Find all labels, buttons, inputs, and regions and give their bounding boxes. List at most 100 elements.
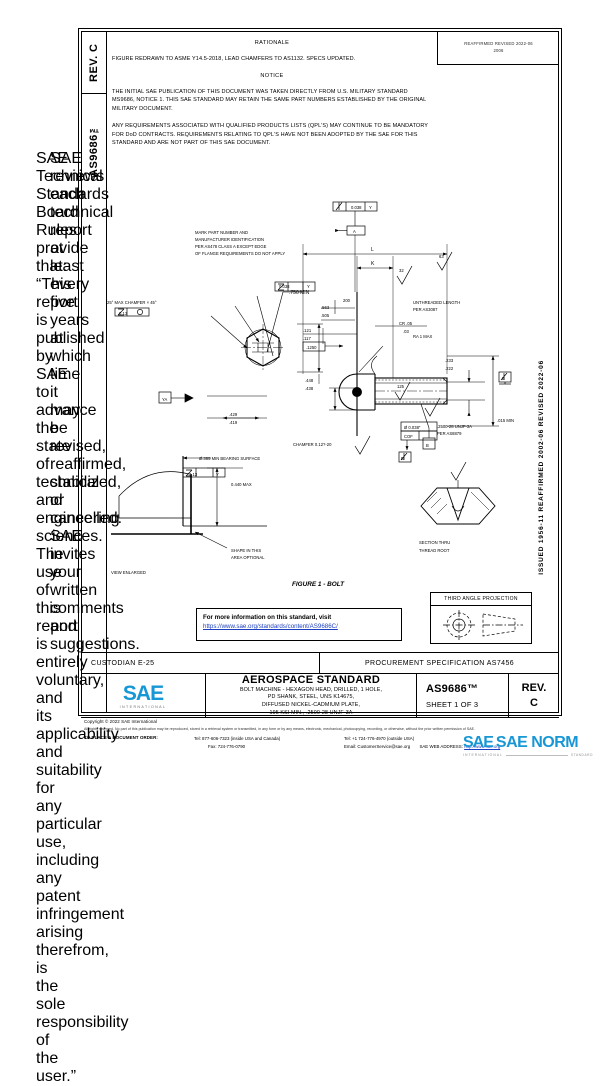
- issue-line-2: 2006: [493, 47, 504, 53]
- document-page: SAE Technical Standards Board Rules prov…: [36, 28, 593, 1085]
- watermark-row: SAE SAE NORM: [463, 735, 593, 751]
- fcf-a-datum: A: [353, 229, 356, 234]
- dim-438: .438: [305, 386, 314, 391]
- sae-logo: SAE INTERNATIONAL: [81, 674, 206, 717]
- callout-line-1: For more information on this standard, v…: [203, 614, 332, 621]
- dim-cr-03: .03: [403, 329, 409, 334]
- third-angle-projection-box: THIRD ANGLE PROJECTION: [430, 592, 532, 644]
- sae-logo-text: SAE: [122, 681, 164, 705]
- datum-right: B: [502, 376, 505, 381]
- more-information-callout[interactable]: For more information on this standard, v…: [196, 608, 402, 641]
- stub-rev-letter: C: [88, 43, 100, 52]
- fcf-0038-val: 0.038: [279, 284, 290, 289]
- sheet-number: SHEET 1 OF 3: [426, 699, 479, 709]
- rights-reserved-text: All rights reserved. No part of this pub…: [84, 726, 476, 731]
- title-description-cell: AEROSPACE STANDARD BOLT MACHINE - HEXAGO…: [206, 674, 417, 717]
- web-address-url[interactable]: http://www.sae.org: [464, 743, 501, 749]
- desc-line-1: BOLT MACHINE - HEXAGON HEAD, DRILLED, 1 …: [239, 686, 383, 693]
- note-chamfer: CHAMFER 0.12?-20: [293, 442, 332, 447]
- fcf-top-val: 0.038: [351, 205, 362, 210]
- order-info-row: TO PLACE A DOCUMENT ORDER: Tel: 877-606-…: [84, 735, 504, 750]
- order-contact-left: Tel: 877-606-7323 (inside USA and Canada…: [194, 735, 344, 750]
- watermark-sae-logo: SAE: [463, 734, 494, 751]
- fcf-top-datum: Y: [369, 205, 372, 210]
- bolt-drawing-svg: MARK PART NUMBER AND MANUFACTURER IDENTI…: [107, 201, 514, 586]
- revision-label: REV.: [521, 682, 547, 694]
- fcf-013-val: 0.13: [189, 472, 198, 477]
- notice-heading: NOTICE: [260, 72, 284, 79]
- datum-b: B: [426, 443, 429, 448]
- note-unthreaded-l2: PER AS3087: [413, 307, 438, 312]
- dim-429: .429: [229, 412, 238, 417]
- dim-419: .419: [229, 420, 238, 425]
- fcf-left-val: 0.13: [119, 311, 128, 316]
- label-view-enlarged: VIEW ENLARGED: [111, 570, 146, 575]
- fcf-cof: COF: [404, 434, 413, 439]
- disclaimer-text-1: SAE Technical Standards Board Rules prov…: [36, 150, 129, 1085]
- revision-cell: REV. C: [509, 674, 559, 717]
- drawing-frame-outer: [78, 28, 562, 716]
- stub-rev-word: REV.: [88, 55, 100, 82]
- label-section-l2: THREAD ROOT: [419, 548, 450, 553]
- procurement-spec-cell: PROCUREMENT SPECIFICATION AS7456: [364, 659, 515, 667]
- dim-563: .563: [321, 305, 330, 310]
- projection-label: THIRD ANGLE PROJECTION: [431, 593, 531, 606]
- stub-partnumber-label: AS9686™: [88, 121, 100, 177]
- rationale-body: FIGURE REDRAWN TO ASME Y14.5-2018, LEAD …: [112, 56, 356, 62]
- sae-logo-subtext: INTERNATIONAL: [119, 704, 167, 709]
- note-marking-l3: PER AS478 CLASS A EXCEPT EDGE: [195, 244, 267, 249]
- watermark-sub-left: INTERNATIONAL: [463, 753, 503, 757]
- callout-url-link[interactable]: https://www.sae.org/standards/content/AS…: [203, 623, 338, 631]
- dim-117: .117: [303, 336, 312, 341]
- watermark-sub-right: STANDARD: [570, 753, 593, 757]
- note-thread-l2: PER AS8879: [437, 431, 462, 436]
- desc-line-4: 195 KSI MIN., .2500-28 UNJF-3A: [269, 709, 353, 716]
- desc-line-3: DIFFUSED NICKEL-CADMIUM PLATE,: [261, 702, 361, 708]
- dim-222: .222: [445, 366, 454, 371]
- dim-015-min: .015 MIN: [497, 418, 514, 423]
- datum-lower: B: [401, 456, 404, 461]
- email-address[interactable]: Email: CustomerService@sae.org: [344, 743, 411, 749]
- dim-505: .505: [321, 313, 330, 318]
- web-address-label: SAE WEB ADDRESS:: [419, 743, 463, 749]
- fcf-dia-0038: Ø 0.038″: [404, 425, 421, 430]
- aerospace-standard-heading: AEROSPACE STANDARD: [241, 673, 381, 686]
- notice-paragraph-1: THE INITIAL SAE PUBLICATION OF THIS DOCU…: [112, 88, 427, 112]
- surf-32: 32: [399, 268, 404, 273]
- tel-international: Tel: +1 724-776-4970 (outside USA): [344, 736, 415, 742]
- order-contact-right: Tel: +1 724-776-4970 (outside USA) Email…: [344, 735, 504, 750]
- left-margin-disclaimer-2: SAE reviews each technical report at lea…: [50, 150, 140, 654]
- note-marking-l1: MARK PART NUMBER AND: [195, 230, 248, 235]
- note-marking-l4: OF FLANGE REQUIREMENTS DO NOT APPLY: [195, 251, 285, 256]
- dim-448: .448: [305, 378, 314, 383]
- issue-line-1: REAFFIRMED REVISED 2022-06: [464, 41, 533, 47]
- desc-line-2: PD SHANK, STEEL, UNS K14675,: [267, 694, 355, 701]
- note-marking-l2: MANUFACTURER IDENTIFICATION: [195, 237, 264, 242]
- note-bearing-surface: Ø.385 MIN BEARING SURFACE: [199, 456, 260, 461]
- dim-l: L: [371, 247, 374, 253]
- note-unthreaded-l1: UNTHREADED LENGTH: [413, 300, 460, 305]
- tel-usa: Tel: 877-606-7323 (inside USA and Canada…: [194, 736, 281, 742]
- dim-233: .233: [445, 358, 454, 363]
- rationale-notice-block: RATIONALE FIGURE REDRAWN TO ASME Y14.5-2…: [112, 40, 432, 148]
- stub-revision-cell: REV. C: [81, 31, 107, 94]
- sae-norm-watermark: SAE SAE NORM INTERNATIONAL STANDARD: [463, 735, 593, 769]
- footer-legal: Copyright © 2022 SAE International All r…: [84, 719, 504, 750]
- fcf-y2-datum: Y: [216, 472, 219, 477]
- watermark-subrow: INTERNATIONAL STANDARD: [463, 753, 593, 757]
- issue-date-text: REAFFIRMED REVISED 2022-06 2006: [464, 41, 533, 53]
- watermark-divider: [505, 754, 568, 756]
- dim-121: .121: [303, 328, 312, 333]
- custodian-cell: CUSTODIAN E-25: [81, 653, 320, 673]
- dim-1250: .1250: [306, 345, 317, 350]
- fcf-y-datum: Y: [307, 284, 310, 289]
- stub-revision-label: REV. C: [81, 31, 107, 94]
- copyright-line: Copyright © 2022 SAE International: [84, 719, 158, 724]
- standard-number: AS9686™: [426, 682, 479, 695]
- stub-partnumber-cell: AS9686™: [81, 94, 107, 204]
- label-section-l1: SECTION THRU: [419, 540, 450, 545]
- surf-200: 200: [343, 298, 351, 303]
- revision-letter: C: [530, 697, 538, 709]
- standard-number-cell: AS9686™ SHEET 1 OF 3: [417, 674, 509, 717]
- note-shape-l1: SHAPE IN THIS: [231, 548, 261, 553]
